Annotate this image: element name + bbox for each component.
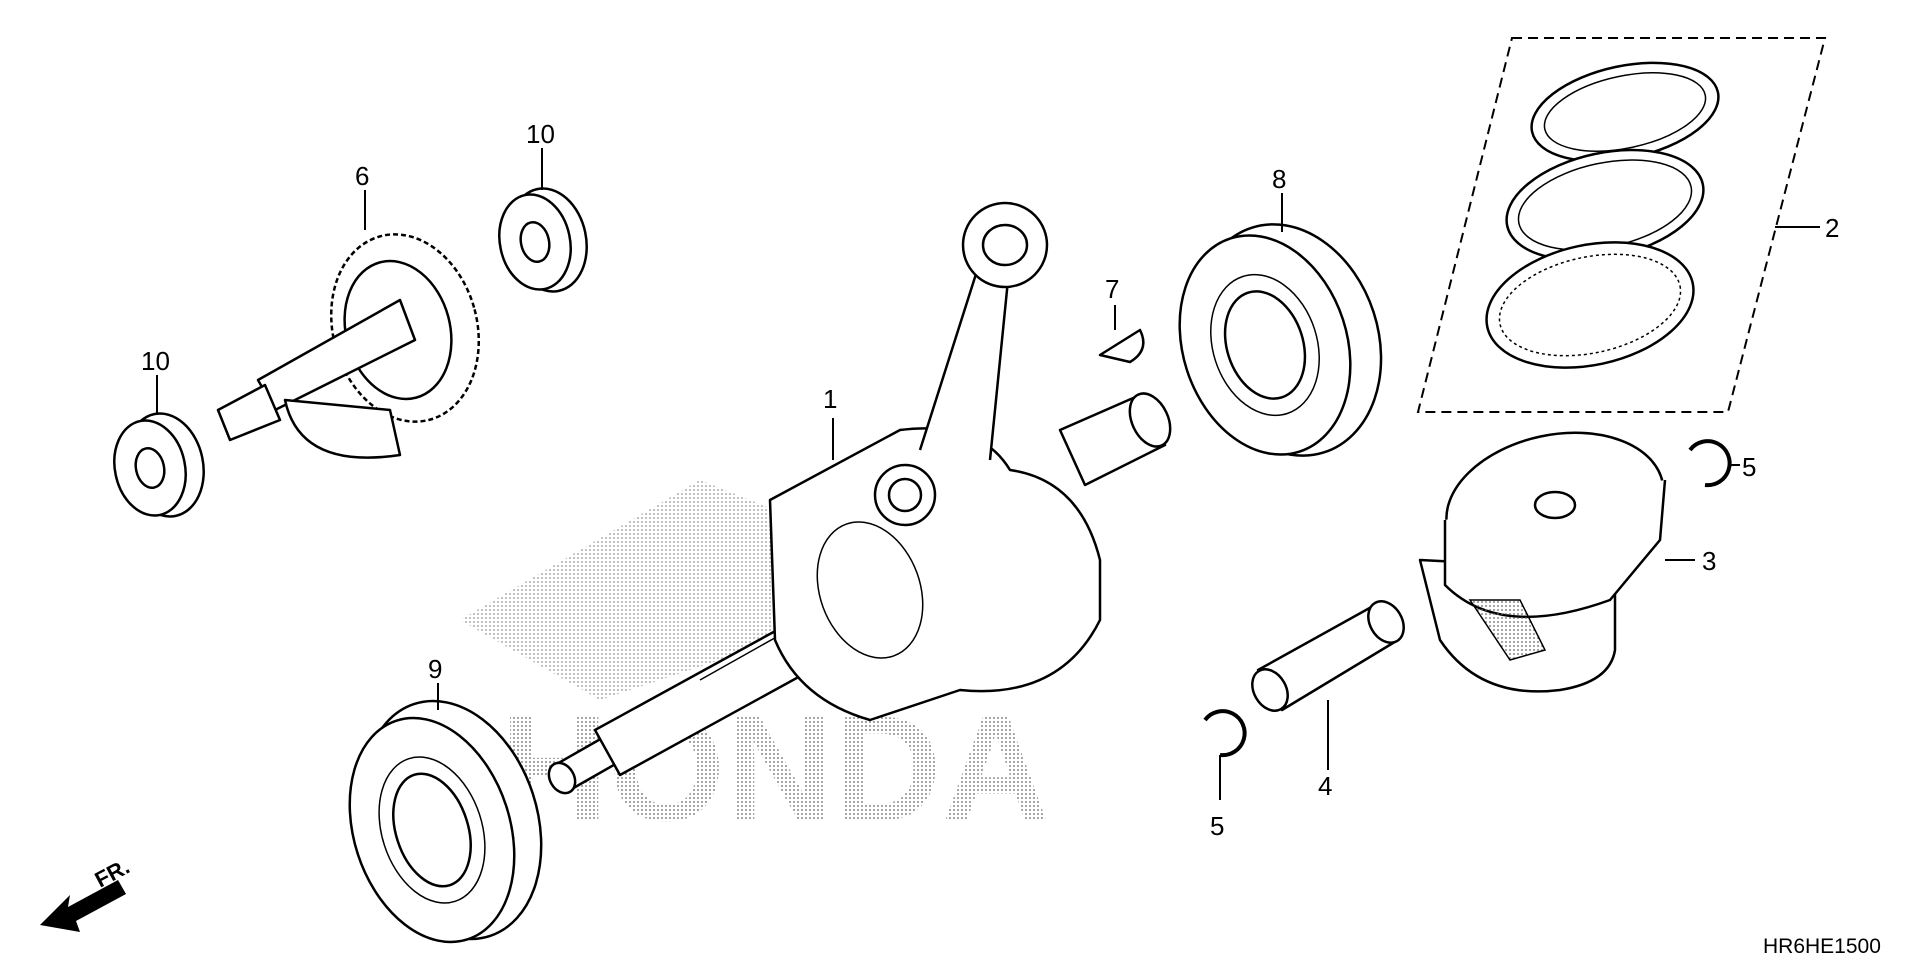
front-direction-arrow: FR.: [40, 854, 134, 932]
balancer-shaft[interactable]: [216, 218, 499, 459]
callout-5-right[interactable]: 5: [1742, 452, 1756, 482]
direction-label: FR.: [91, 854, 134, 893]
woodruff-key[interactable]: [1098, 328, 1145, 364]
callout-1[interactable]: 1: [823, 384, 837, 414]
callout-10-upper[interactable]: 10: [526, 119, 555, 149]
callout-4[interactable]: 4: [1318, 771, 1332, 801]
bearing-9[interactable]: [322, 678, 570, 960]
piston-pin[interactable]: [1245, 595, 1411, 717]
callout-5-left[interactable]: 5: [1210, 811, 1224, 841]
bearing-10-lower[interactable]: [106, 406, 213, 524]
piston[interactable]: [1418, 414, 1677, 693]
callout-7[interactable]: 7: [1105, 274, 1119, 304]
callout-2[interactable]: 2: [1825, 213, 1839, 243]
piston-pin-clip-left[interactable]: [1203, 709, 1247, 758]
callout-8[interactable]: 8: [1272, 164, 1286, 194]
bearing-8[interactable]: [1152, 200, 1410, 480]
callout-3[interactable]: 3: [1702, 546, 1716, 576]
piston-ring-set[interactable]: [1416, 37, 1827, 413]
bearing-10-upper[interactable]: [491, 181, 596, 299]
callout-10-lower[interactable]: 10: [141, 346, 170, 376]
crankshaft[interactable]: [544, 201, 1179, 798]
leader-lines: [156, 148, 1820, 800]
diagram-code: HR6HE1500: [1763, 935, 1881, 958]
callout-9[interactable]: 9: [428, 654, 442, 684]
callout-6[interactable]: 6: [355, 161, 369, 191]
callouts: 1 2 3 4 5 5 6 7 8 9 10 10: [141, 119, 1839, 841]
piston-pin-clip-right[interactable]: [1688, 439, 1732, 488]
